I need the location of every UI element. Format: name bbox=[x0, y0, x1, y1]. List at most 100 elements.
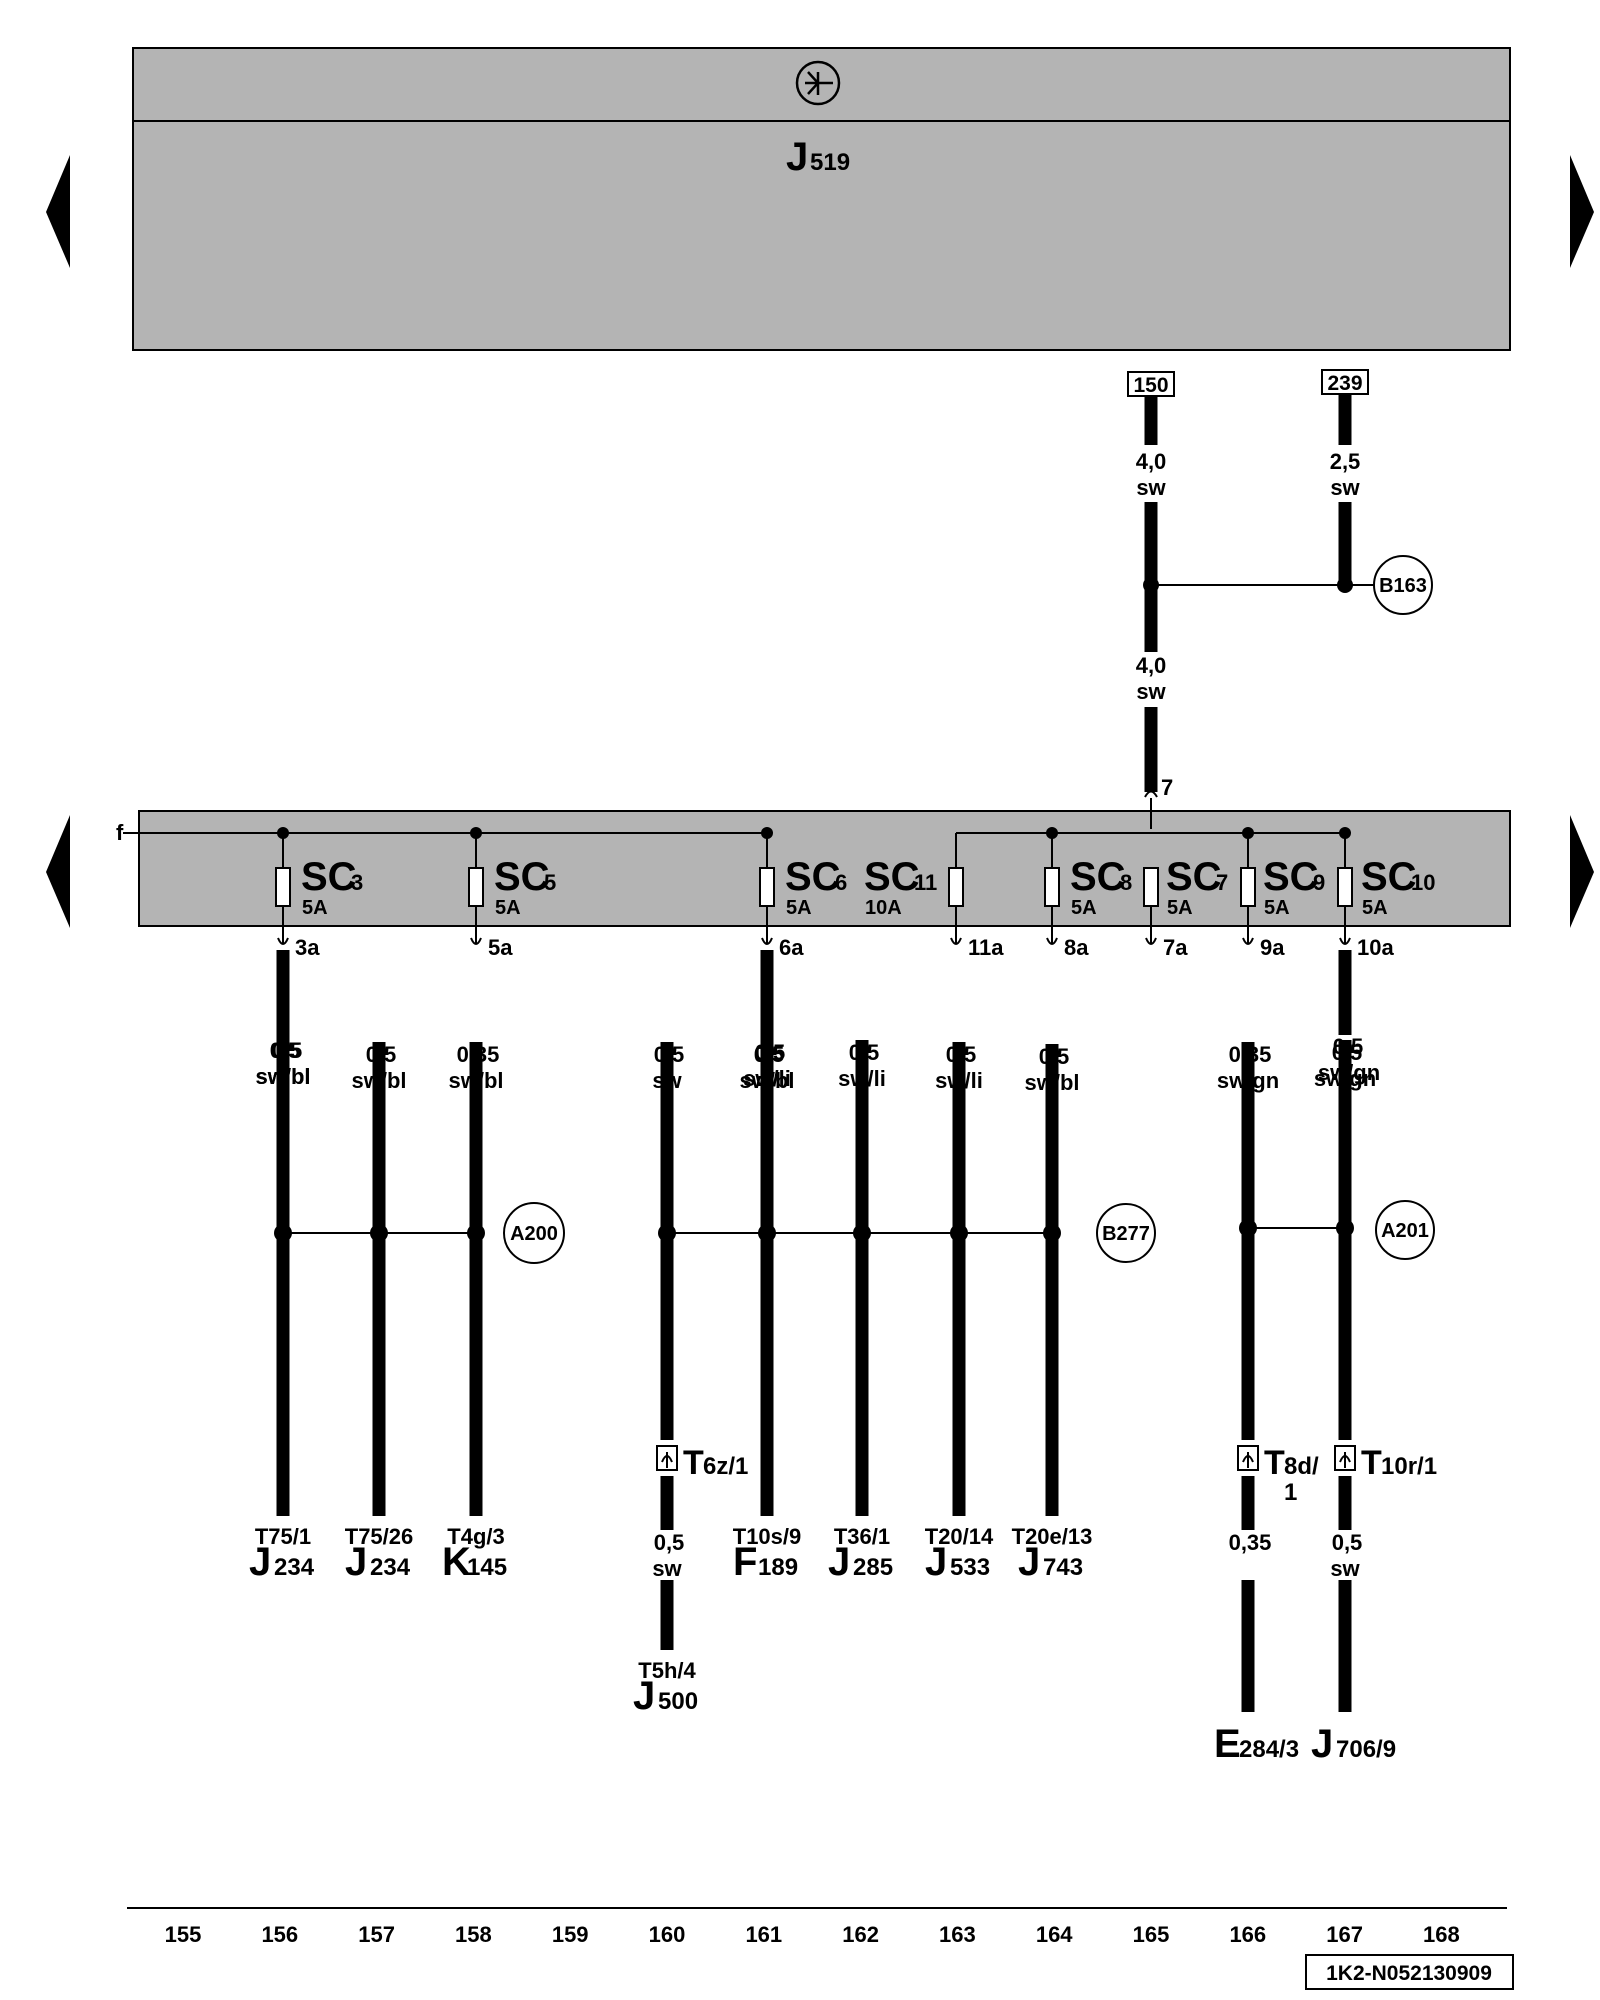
fuse-number: 10 bbox=[1411, 870, 1435, 895]
column-number: 166 bbox=[1229, 1922, 1266, 1947]
nav-prev-icon[interactable] bbox=[46, 155, 70, 268]
component-letter: J bbox=[633, 1674, 655, 1718]
feed-239-label: 239 bbox=[1327, 372, 1362, 395]
junction-a201-label: A201 bbox=[1381, 1220, 1429, 1242]
column-number: 168 bbox=[1423, 1922, 1460, 1947]
splice-dot bbox=[758, 1224, 776, 1242]
junction-a201: A201 bbox=[1375, 1200, 1435, 1260]
connector-pin-icon bbox=[1242, 937, 1254, 945]
component-number: 284/3 bbox=[1239, 1736, 1299, 1763]
junction-b277-label: B277 bbox=[1102, 1223, 1150, 1245]
wire-color: sw/li bbox=[935, 1068, 983, 1093]
fuse-name: SC bbox=[785, 855, 841, 899]
terminal-label: T75/1 bbox=[255, 1524, 311, 1549]
component-number: 234 bbox=[370, 1554, 411, 1581]
terminal-label: T20e/13 bbox=[1012, 1524, 1093, 1549]
footer-code-box: 1K2-N052130909 bbox=[1305, 1954, 1514, 1990]
column-number: 158 bbox=[455, 1922, 492, 1947]
junction-b163-label: B163 bbox=[1379, 575, 1427, 597]
nav-next-icon[interactable] bbox=[1570, 155, 1594, 268]
splice-dot bbox=[1239, 1219, 1257, 1237]
terminal-label: T5h/4 bbox=[638, 1658, 696, 1683]
column-number: 164 bbox=[1036, 1922, 1073, 1947]
connector-sub-2: 1 bbox=[1284, 1479, 1297, 1506]
control-unit-j519: J 519 bbox=[132, 47, 1511, 351]
footer-code: 1K2-N052130909 bbox=[1326, 1962, 1492, 1985]
fuse-number: 6 bbox=[835, 870, 847, 895]
component-letter: J bbox=[828, 1540, 850, 1584]
junction-a200: A200 bbox=[503, 1202, 565, 1264]
connector-pin-icon bbox=[1144, 790, 1158, 798]
fuse-rating: 5A bbox=[495, 897, 521, 919]
fuse-name: SC bbox=[1166, 855, 1222, 899]
trunk-wiring bbox=[276, 950, 1352, 1335]
wire-size: 0,35 bbox=[1229, 1042, 1272, 1067]
splice-dot bbox=[1336, 1219, 1354, 1237]
bus-dot bbox=[761, 827, 773, 839]
terminal-label: T20/14 bbox=[925, 1524, 994, 1549]
nav-prev-icon-lower[interactable] bbox=[46, 815, 70, 928]
wire-size: 0,5 bbox=[946, 1042, 977, 1067]
wire-size: 0,35 bbox=[1229, 1530, 1272, 1555]
wire-color: sw/gn bbox=[1217, 1068, 1279, 1093]
feed-junction-dot bbox=[1143, 577, 1159, 593]
column-number: 161 bbox=[745, 1922, 782, 1947]
ground-antenna-icon bbox=[795, 60, 841, 106]
nav-next-icon-lower[interactable] bbox=[1570, 815, 1594, 928]
junction-a200-label: A200 bbox=[510, 1223, 558, 1245]
connector-pin-icon bbox=[1242, 1452, 1254, 1468]
fuse-pin-label: 6a bbox=[779, 935, 804, 960]
wire-size: 0,5 bbox=[366, 1042, 397, 1067]
wire-size: 0,5 bbox=[1332, 1040, 1363, 1065]
column-number: 157 bbox=[358, 1922, 395, 1947]
splice-dot bbox=[853, 1224, 871, 1242]
wire-size: 0,5 bbox=[654, 1042, 685, 1067]
component-number: 145 bbox=[467, 1554, 507, 1581]
bus-dot bbox=[1046, 827, 1058, 839]
splice-dot bbox=[950, 1224, 968, 1242]
fuse-pin-label: 8a bbox=[1064, 935, 1089, 960]
junction-b163: B163 bbox=[1373, 555, 1433, 615]
fuse-symbol bbox=[759, 867, 775, 907]
fuse-pin-label: 11a bbox=[968, 935, 1004, 960]
wire-size: 0,5 bbox=[654, 1530, 685, 1555]
connector-pin-icon bbox=[277, 937, 289, 945]
fuse-name: SC bbox=[1361, 855, 1417, 899]
column-number: 159 bbox=[552, 1922, 589, 1947]
wire-color: sw bbox=[652, 1068, 682, 1093]
wire-color: sw/bl bbox=[448, 1068, 503, 1093]
control-unit-letter: J bbox=[786, 135, 808, 179]
wire-size: 0,5 bbox=[849, 1040, 880, 1065]
fuse-rating: 10A bbox=[865, 897, 902, 919]
connector-letter: T bbox=[683, 1444, 704, 1482]
wire-color: sw bbox=[1330, 1556, 1360, 1581]
component-letter: J bbox=[1311, 1722, 1333, 1766]
wire-size: 0,5 bbox=[270, 1038, 301, 1063]
fuse-rating: 5A bbox=[1362, 897, 1388, 919]
terminal-label: T10s/9 bbox=[733, 1524, 802, 1549]
wire-color: sw/bl bbox=[739, 1068, 794, 1093]
wire-color: sw/gn bbox=[1314, 1066, 1376, 1091]
column-number: 162 bbox=[842, 1922, 879, 1947]
fuse-name: SC bbox=[1070, 855, 1126, 899]
fuse-number: 5 bbox=[544, 870, 556, 895]
wire-color: sw bbox=[1330, 475, 1360, 500]
component-letter: E bbox=[1214, 1722, 1241, 1766]
wire-size: 0,35 bbox=[457, 1042, 500, 1067]
fuse-name: SC bbox=[301, 855, 357, 899]
wire-color: sw bbox=[652, 1556, 682, 1581]
fuse-bank: f bbox=[116, 810, 1511, 927]
splice-dot bbox=[370, 1224, 388, 1242]
column-number: 165 bbox=[1133, 1922, 1170, 1947]
fuse-pin-label: 9a bbox=[1260, 935, 1285, 960]
terminal-label: T36/1 bbox=[834, 1524, 890, 1549]
component-number: 234 bbox=[274, 1554, 315, 1581]
fuse-rating: 5A bbox=[1071, 897, 1097, 919]
